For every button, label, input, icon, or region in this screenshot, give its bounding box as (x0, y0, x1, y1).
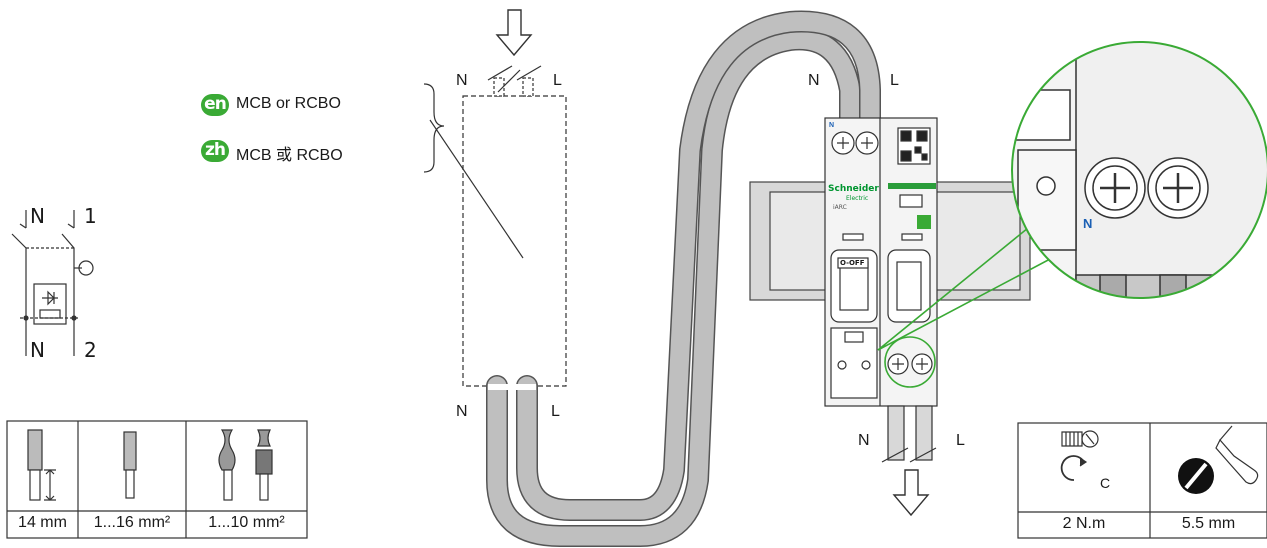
tool-spec-torque: 2 N.m (1062, 515, 1106, 532)
device-line-label: L (890, 72, 899, 89)
device-switch-label: O-OFF (840, 259, 865, 267)
iarc-device (824, 117, 938, 407)
label-bracket (423, 83, 445, 173)
wire-spec-ferrule: 1...10 mm² (208, 514, 285, 531)
wire-spec-solid: 1...16 mm² (93, 514, 171, 531)
language-badge-zh: zh (201, 140, 229, 162)
output-arrow-icon (892, 469, 930, 517)
bottom-line-label: L (551, 403, 560, 420)
top-line-label: L (553, 72, 562, 89)
zoom-circle-outline (1011, 41, 1267, 299)
schematic-top-neutral: N (30, 204, 45, 228)
torque-screw-icon (1060, 430, 1099, 481)
device-terminal-marker: N (829, 122, 835, 129)
top-neutral-label: N (456, 72, 468, 89)
wire-loop (486, 10, 881, 547)
schematic-symbol (11, 210, 94, 356)
device-diagonal (429, 119, 524, 259)
output-wires (881, 405, 937, 463)
tool-spec-table (1017, 422, 1267, 539)
torque-direction-symbol: C (1100, 475, 1111, 491)
tool-spec-screwdriver: 5.5 mm (1181, 515, 1236, 532)
schematic-bottom-neutral: N (30, 338, 45, 362)
device-brand: Schneider (828, 184, 879, 194)
device-neutral-label: N (808, 72, 820, 89)
flat-screwdriver-icon (1178, 425, 1259, 494)
schematic-bottom-line: 2 (84, 338, 97, 362)
zoom-terminal-marker: N (1083, 216, 1093, 231)
output-neutral-label: N (858, 432, 870, 449)
device-model: iARC (833, 204, 847, 211)
device-brand-sub: Electric (846, 195, 869, 202)
language-label-en: MCB or RCBO (236, 95, 341, 112)
generic-device-outline (462, 95, 567, 387)
wire-spec-strip-length: 14 mm (18, 514, 67, 531)
bottom-neutral-label: N (456, 403, 468, 420)
language-badge-en: en (201, 94, 229, 116)
schematic-top-line: 1 (84, 204, 97, 228)
input-arrow-icon (495, 9, 533, 57)
language-label-zh: MCB 或 RCBO (236, 147, 343, 164)
wire-spec-table (6, 420, 308, 539)
zoom-detail (1012, 42, 1267, 298)
output-line-label: L (956, 432, 965, 449)
top-wire-stubs (487, 65, 542, 97)
